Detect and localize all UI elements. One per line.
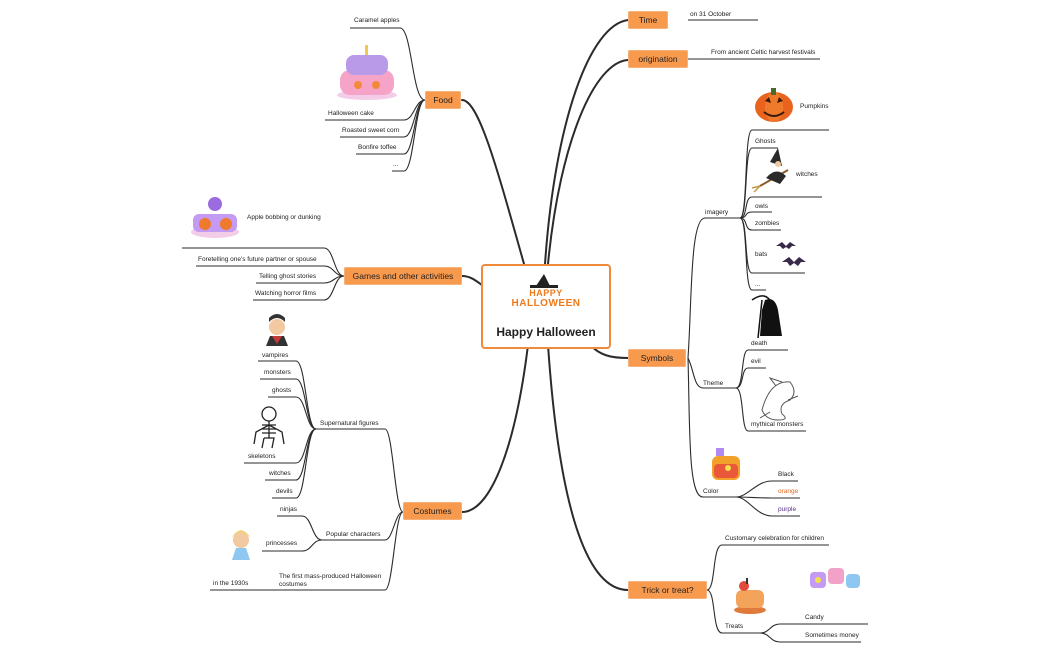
topic-costumes-label: Costumes <box>413 506 452 516</box>
imagery-zombies[interactable]: zombies <box>755 220 780 227</box>
topic-trick-or-treat[interactable]: Trick or treat? <box>628 581 707 599</box>
imagery-ghosts[interactable]: Ghosts <box>755 138 776 145</box>
symbols-imagery[interactable]: imagery <box>705 209 729 216</box>
color-orange[interactable]: orange <box>778 488 799 495</box>
trick-treats[interactable]: Treats <box>725 623 744 630</box>
logo-line-1: HAPPY <box>529 288 563 298</box>
supernatural-vampires[interactable]: vampires <box>262 352 289 359</box>
topic-costumes[interactable]: Costumes <box>403 502 462 520</box>
skeleton-illustration <box>253 406 285 449</box>
theme-mythical-monsters[interactable]: mythical monsters <box>751 421 804 428</box>
origination-celtic[interactable]: From ancient Celtic harvest festivals <box>711 49 816 56</box>
costumes-supernatural[interactable]: Supernatural figures <box>320 420 379 427</box>
witch-hat-icon <box>530 274 558 288</box>
imagery-bats[interactable]: bats <box>755 251 768 258</box>
first-in-1930s[interactable]: in the 1930s <box>213 580 249 587</box>
symbols-color[interactable]: Color <box>703 488 719 495</box>
treats-illustration <box>734 578 766 614</box>
witch-illustration <box>751 148 789 193</box>
food-more[interactable]: ... <box>393 161 399 168</box>
supernatural-monsters[interactable]: monsters <box>264 369 291 376</box>
supernatural-devils[interactable]: devils <box>276 488 293 495</box>
imagery-witches[interactable]: witches <box>796 171 818 178</box>
theme-evil[interactable]: evil <box>751 358 761 365</box>
topic-games[interactable]: Games and other activities <box>344 267 462 285</box>
treats-sometimes-money[interactable]: Sometimes money <box>805 632 859 639</box>
topic-time-label: Time <box>638 15 658 25</box>
color-purple[interactable]: purple <box>778 506 797 513</box>
main-branches <box>461 19 629 591</box>
topic-food[interactable]: Food <box>425 91 461 109</box>
apple-bobbing-illustration <box>191 197 239 238</box>
potion-illustration <box>712 448 740 480</box>
central-topic[interactable]: HAPPY HALLOWEEN Happy Halloween <box>481 264 611 349</box>
food-roasted-sweet-corn[interactable]: Roasted sweet corn <box>342 127 400 134</box>
supernatural-witches[interactable]: witches <box>269 470 291 477</box>
popular-princesses[interactable]: princesses <box>266 540 298 547</box>
games-foretelling[interactable]: Foretelling one's future partner or spou… <box>198 256 317 263</box>
food-bonfire-toffee[interactable]: Bonfire toffee <box>358 144 397 151</box>
halloween-logo: HAPPY HALLOWEEN <box>483 272 609 316</box>
games-horror-films[interactable]: Watching horror films <box>255 290 317 297</box>
topic-origination-label: origination <box>638 54 678 64</box>
trick-customary-celebration[interactable]: Customary celebration for children <box>725 535 824 542</box>
reaper-illustration <box>751 295 782 339</box>
dragon-illustration <box>759 377 799 421</box>
costumes-popular[interactable]: Popular characters <box>326 531 381 538</box>
logo-line-2: HALLOWEEN <box>511 298 581 309</box>
topic-food-label: Food <box>433 95 453 105</box>
color-black[interactable]: Black <box>778 471 794 478</box>
games-ghost-stories[interactable]: Telling ghost stories <box>259 273 317 280</box>
sub-branches <box>182 19 868 643</box>
costumes-first-mass-produced[interactable]: The first mass-produced Halloween costum… <box>279 573 382 588</box>
topic-games-label: Games and other activities <box>352 271 454 281</box>
food-halloween-cake[interactable]: Halloween cake <box>328 110 374 117</box>
imagery-more[interactable]: ... <box>755 281 761 288</box>
topic-trick-label: Trick or treat? <box>641 585 694 595</box>
bats-illustration <box>776 242 806 266</box>
topic-time[interactable]: Time <box>628 11 668 29</box>
supernatural-skeletons[interactable]: skeletons <box>248 453 276 460</box>
supernatural-ghosts[interactable]: ghosts <box>272 387 292 394</box>
topic-origination[interactable]: origination <box>628 50 688 68</box>
topic-symbols[interactable]: Symbols <box>628 349 686 367</box>
food-caramel-apples[interactable]: Caramel apples <box>354 17 400 24</box>
central-topic-title: Happy Halloween <box>496 325 596 339</box>
theme-death[interactable]: death <box>751 340 768 347</box>
games-apple-bobbing[interactable]: Apple bobbing or dunking <box>247 214 321 221</box>
imagery-owls[interactable]: owls <box>755 203 769 210</box>
topic-symbols-label: Symbols <box>640 353 674 363</box>
imagery-pumpkins[interactable]: Pumpkins <box>800 103 829 110</box>
symbols-theme[interactable]: Theme <box>703 380 724 387</box>
cake-illustration <box>337 45 397 100</box>
pumpkin-illustration <box>755 88 793 122</box>
treats-candy[interactable]: Candy <box>805 614 824 621</box>
candy-illustration <box>810 568 860 588</box>
princess-illustration <box>232 530 250 560</box>
time-on-31-october[interactable]: on 31 October <box>690 11 732 18</box>
popular-ninjas[interactable]: ninjas <box>280 506 297 513</box>
vampire-illustration <box>266 314 288 346</box>
